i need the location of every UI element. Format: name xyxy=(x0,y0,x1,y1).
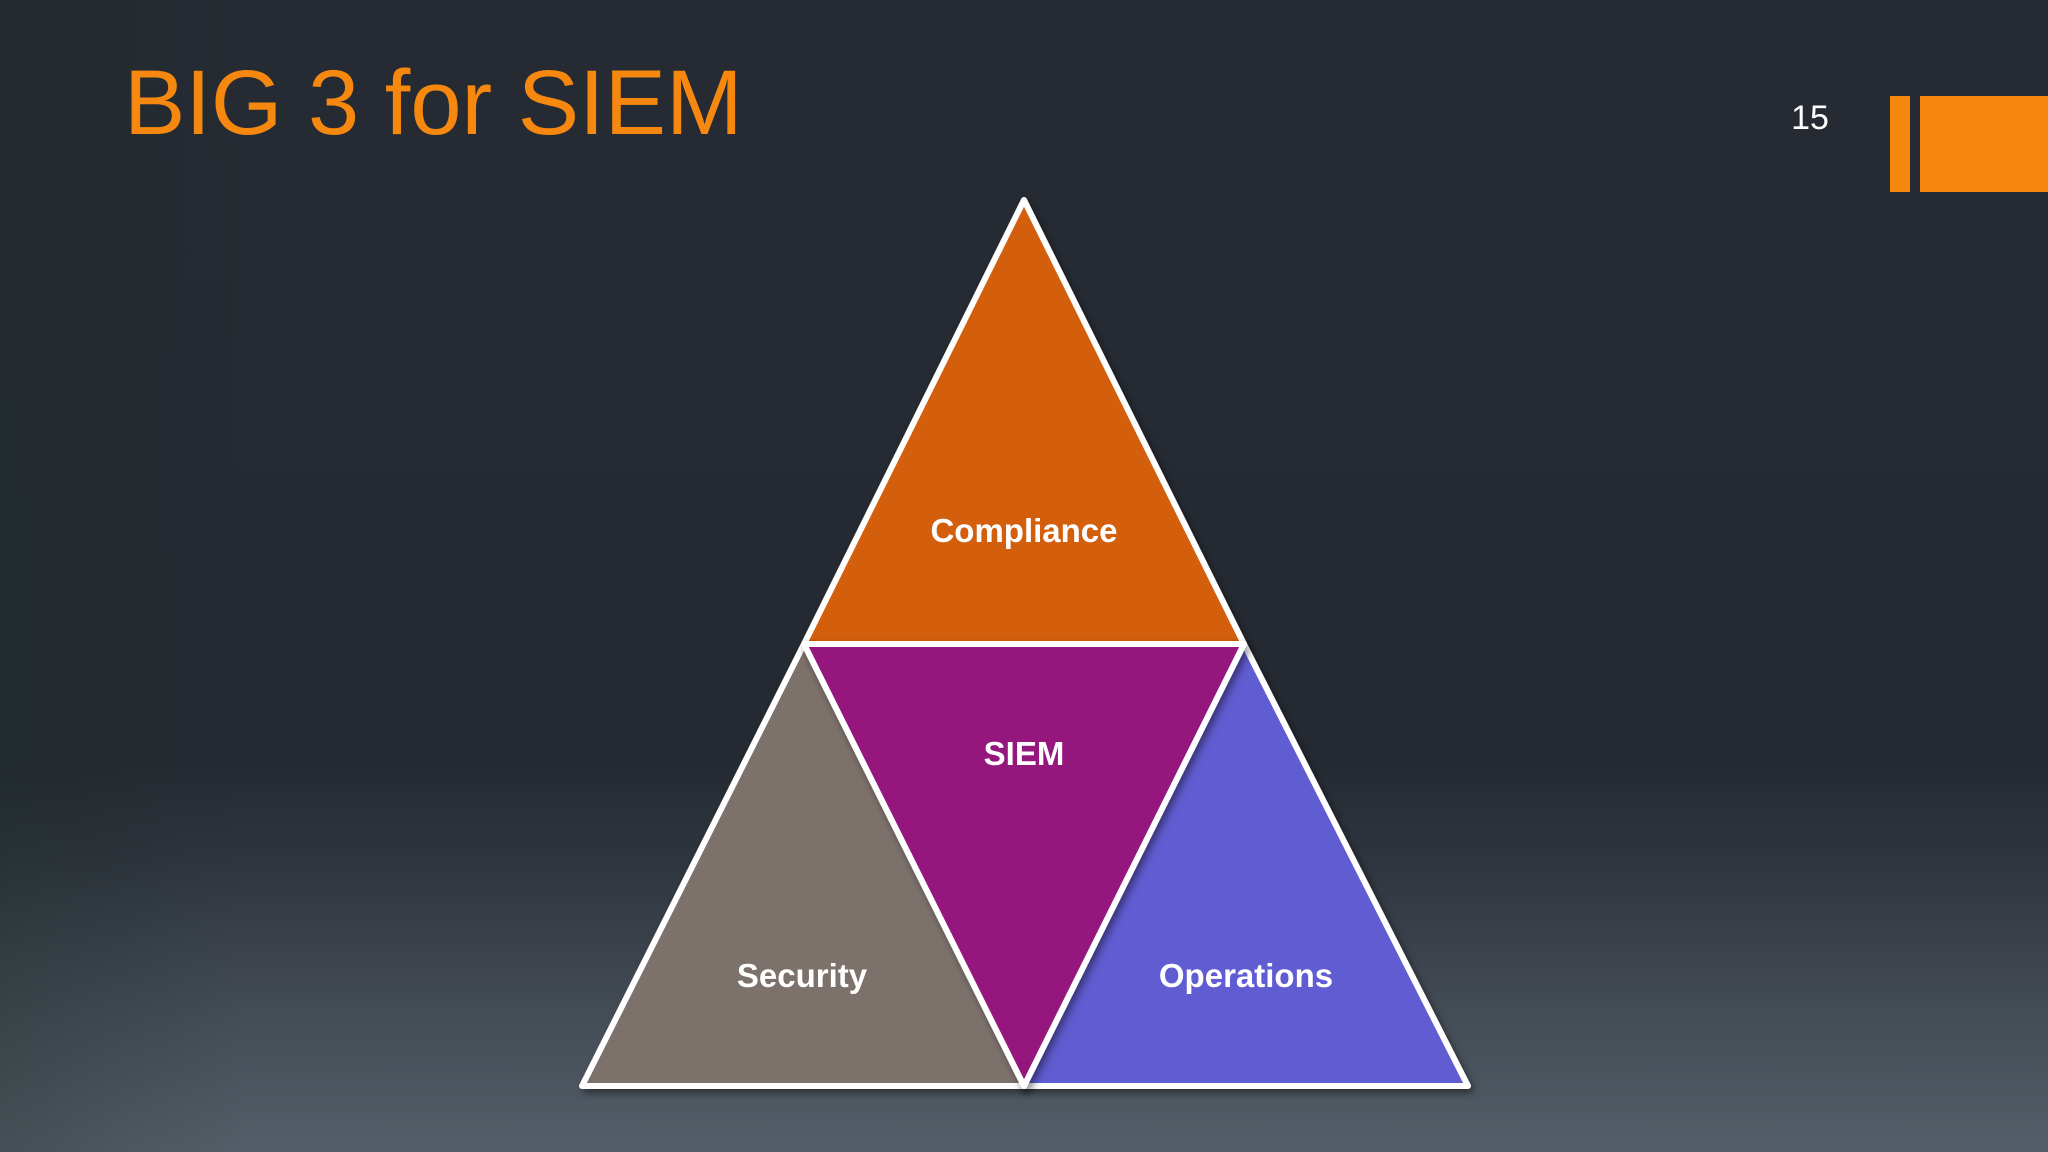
security-label: Security xyxy=(737,957,868,994)
slide-number: 15 xyxy=(1791,99,1829,137)
accent-bar-thin xyxy=(1890,96,1910,192)
accent-bar-wide xyxy=(1920,96,2048,192)
compliance-triangle xyxy=(801,197,1247,647)
siem-label: SIEM xyxy=(984,735,1065,772)
operations-label: Operations xyxy=(1159,957,1333,994)
compliance-label: Compliance xyxy=(930,512,1117,549)
slide-title: BIG 3 for SIEM xyxy=(124,52,743,154)
siem-triangle xyxy=(801,641,1247,1089)
